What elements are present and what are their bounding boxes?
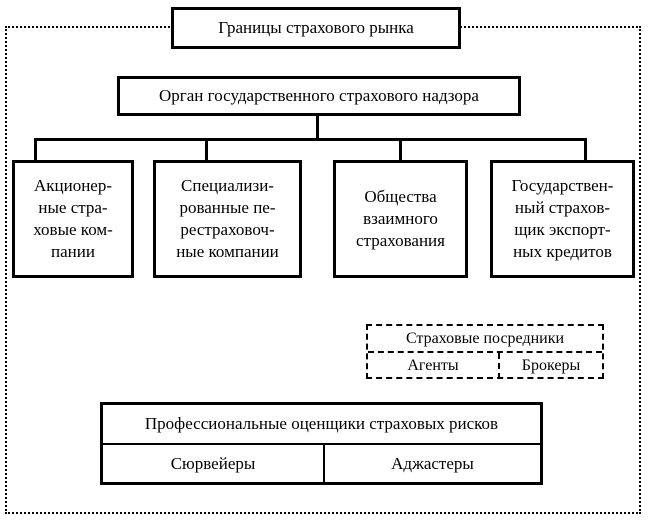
intermediaries-title: Страховые посредники <box>368 326 602 353</box>
connector-drop-2 <box>205 138 208 160</box>
company-box-reinsurance: Специализи- рованные пе- рестраховоч- ны… <box>153 160 302 278</box>
market-boundaries-title: Границы страхового рынка <box>171 7 461 49</box>
agents-cell: Агенты <box>368 353 500 379</box>
company-text: Акционер- ные стра- ховые ком- пании <box>33 176 113 261</box>
connector-trunk <box>316 116 319 140</box>
company-text: Государствен- ный страхов- щик экспорт- … <box>511 176 614 261</box>
connector-drop-4 <box>584 138 587 160</box>
risk-assessors-box: Профессиональные оценщики страховых риск… <box>100 402 543 485</box>
supervisory-authority-box: Орган государственного страхового надзор… <box>117 76 521 116</box>
assessors-title: Профессиональные оценщики страховых риск… <box>103 405 540 445</box>
company-text: Общества взаимного страхования <box>356 187 445 250</box>
connector-drop-3 <box>399 138 402 160</box>
surveyors-cell: Сюрвейеры <box>103 445 325 482</box>
intermediaries-box: Страховые посредники Агенты Брокеры <box>366 324 604 379</box>
brokers-cell: Брокеры <box>521 357 581 374</box>
connector-horizontal <box>34 138 586 141</box>
title-text: Границы страхового рынка <box>218 18 414 37</box>
company-box-mutual: Общества взаимного страхования <box>333 160 468 278</box>
adjusters-cell: Аджастеры <box>391 453 474 473</box>
connector-drop-1 <box>34 138 37 160</box>
company-text: Специализи- рованные пе- рестраховоч- ны… <box>176 176 279 261</box>
company-box-export-credit: Государствен- ный страхов- щик экспорт- … <box>490 160 635 278</box>
company-box-joint-stock: Акционер- ные стра- ховые ком- пании <box>12 160 134 278</box>
supervisor-text: Орган государственного страхового надзор… <box>159 86 479 105</box>
